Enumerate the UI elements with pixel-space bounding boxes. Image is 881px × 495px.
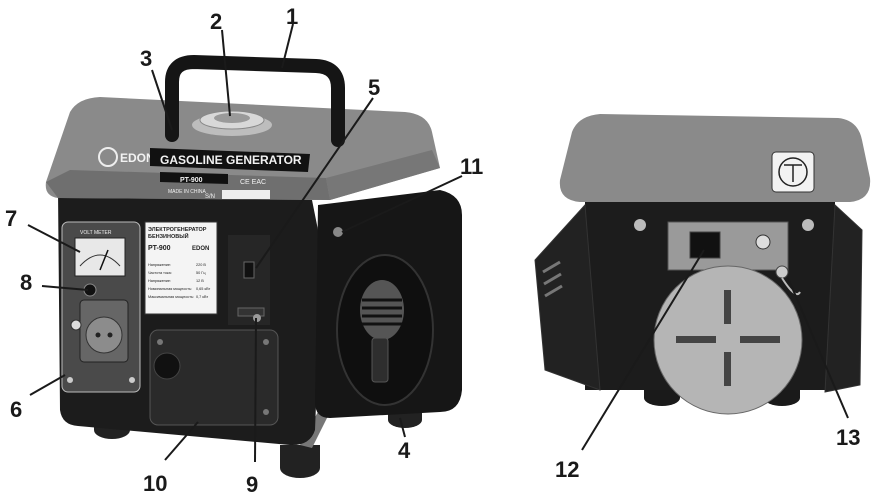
callout-13: 13 xyxy=(836,425,860,450)
leader-12 xyxy=(581,249,705,451)
banner-text: GASOLINE GENERATOR xyxy=(160,153,302,167)
choke-lever[interactable] xyxy=(237,307,265,317)
made-in-text: MADE IN CHINA xyxy=(168,189,206,195)
hood-bolt xyxy=(634,219,646,231)
ground-icon xyxy=(778,157,808,187)
callout-10: 10 xyxy=(143,471,167,495)
oil-drain xyxy=(333,227,343,237)
info-plate: ЭЛЕКТРОГЕНЕРАТОР БЕНЗИНОВЫЙ PT-900 EDON … xyxy=(144,221,218,315)
hood-side xyxy=(326,150,440,200)
rear-side-panel-right xyxy=(824,203,863,393)
plate-row-label: Напряжение: xyxy=(148,279,171,283)
plate-row-label: Напряжение: xyxy=(148,263,171,267)
leader-9 xyxy=(254,317,257,463)
leader-8 xyxy=(41,285,89,291)
plate-title-1: ЭЛЕКТРОГЕНЕРАТОР xyxy=(148,227,207,233)
dc-outlet[interactable] xyxy=(689,231,721,259)
socket-pin-left xyxy=(95,332,101,338)
callout-3: 3 xyxy=(140,46,152,71)
rear-view xyxy=(534,114,871,415)
ac-socket[interactable] xyxy=(85,316,123,354)
rear-side-panel-left xyxy=(534,203,601,391)
front-view: EDON GASOLINE GENERATOR PT-900 MADE IN C… xyxy=(45,54,462,478)
model-text: PT-900 xyxy=(180,177,203,184)
ground-terminal[interactable] xyxy=(70,319,82,331)
recoil-grille xyxy=(360,280,404,340)
alternator-slots xyxy=(676,290,780,386)
callout-6: 6 xyxy=(10,397,22,422)
plate-row-value: 220 В xyxy=(196,263,206,267)
brand-logo-text: EDON xyxy=(120,151,155,165)
plate-row-value: 0,7 кВт xyxy=(196,295,208,299)
leader-11 xyxy=(341,175,463,233)
air-filter-cover[interactable] xyxy=(149,329,279,426)
plate-model: PT-900 xyxy=(148,245,171,252)
plate-title-2: БЕНЗИНОВЫЙ xyxy=(148,232,189,240)
serial-prefix: S/N xyxy=(205,194,215,200)
plate-row-label: Номинальная мощность: xyxy=(148,287,192,291)
callout-4: 4 xyxy=(398,438,411,463)
volt-meter-label: VOLT METER xyxy=(80,230,112,236)
callout-5: 5 xyxy=(368,75,380,100)
callout-11: 11 xyxy=(460,154,483,179)
leader-10 xyxy=(164,421,199,461)
callout-2: 2 xyxy=(210,9,222,34)
alternator-cover xyxy=(653,265,803,415)
meter-scale xyxy=(79,254,121,267)
hood-branding: EDON GASOLINE GENERATOR PT-900 MADE IN C… xyxy=(98,147,310,200)
leader-3 xyxy=(151,69,173,131)
starter-handle[interactable] xyxy=(371,337,389,383)
panel-screw-2 xyxy=(129,377,135,383)
plate-rows: Напряжение: 220 В Частота тока: 50 Гц На… xyxy=(148,263,211,299)
leader-6 xyxy=(29,374,66,396)
foot-front-right-block xyxy=(280,445,320,468)
leader-2 xyxy=(221,29,231,117)
callout-9: 9 xyxy=(246,472,258,495)
fuel-cap-center xyxy=(214,113,250,123)
callout-12: 12 xyxy=(555,457,579,482)
cover-screw-2 xyxy=(263,339,269,345)
rear-hood xyxy=(559,114,871,202)
cert-marks: CE EAC xyxy=(240,179,266,186)
callout-leaders xyxy=(27,23,849,463)
air-filter-grille xyxy=(153,352,181,380)
rear-panel-plate xyxy=(667,221,789,271)
model-plate xyxy=(160,172,228,184)
meter-needle xyxy=(99,249,109,271)
dc-terminal[interactable] xyxy=(755,234,771,250)
plate-brand: EDON xyxy=(192,246,209,252)
fuel-valve[interactable] xyxy=(253,314,261,322)
plate-row-value: 0,65 кВт xyxy=(196,287,211,291)
plate-row-label: Максимальная мощность: xyxy=(148,295,194,299)
callout-numbers: 1 2 3 4 5 6 7 8 9 10 11 12 13 xyxy=(5,4,860,495)
cover-screw xyxy=(157,339,163,345)
leader-5 xyxy=(255,97,374,269)
carry-handle[interactable] xyxy=(165,54,345,147)
banner-plate xyxy=(150,148,310,172)
leader-1 xyxy=(281,23,294,69)
ground-bolt[interactable] xyxy=(775,265,789,279)
leader-4 xyxy=(399,417,406,438)
panel-screw xyxy=(67,377,73,383)
socket-pin-right xyxy=(107,332,113,338)
leader-7 xyxy=(27,224,81,253)
leader-13 xyxy=(787,277,849,419)
volt-meter xyxy=(74,237,126,277)
engine-switch[interactable] xyxy=(243,261,255,279)
plate-row-value: 12 В xyxy=(196,279,204,283)
serial-box xyxy=(222,190,270,199)
panel-vents xyxy=(542,260,563,298)
hood-bolt-2 xyxy=(802,219,814,231)
callout-8: 8 xyxy=(20,270,32,295)
cover-screw-3 xyxy=(263,409,269,415)
plate-row-value: 50 Гц xyxy=(196,271,206,275)
callout-1: 1 xyxy=(286,4,298,29)
plate-row-label: Частота тока: xyxy=(148,271,172,275)
callout-7: 7 xyxy=(5,206,17,231)
